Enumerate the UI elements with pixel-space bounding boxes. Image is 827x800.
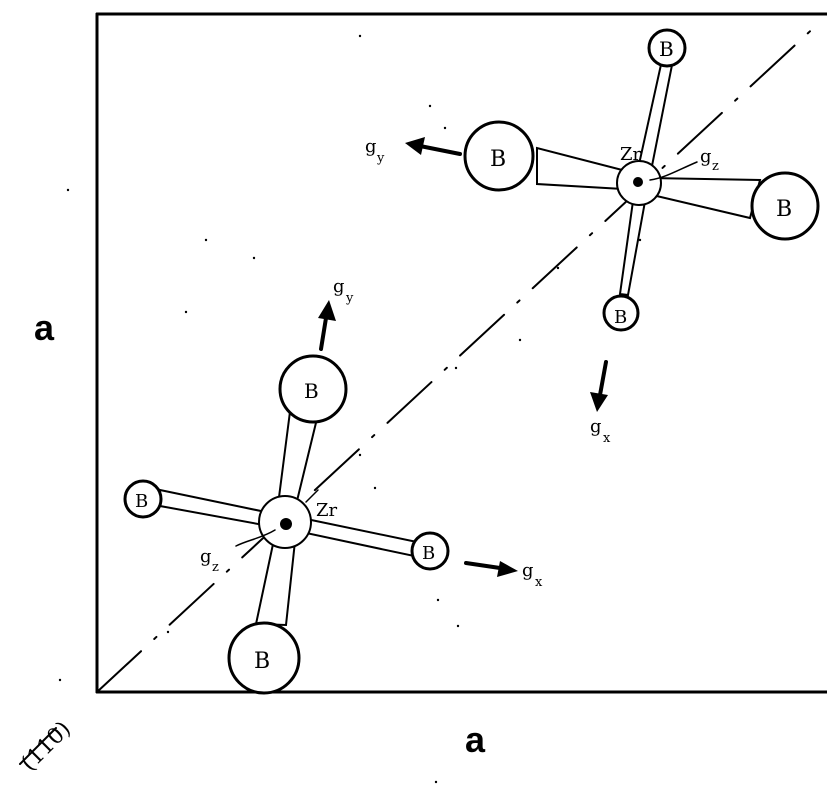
lower-gy-sub: y xyxy=(345,291,354,306)
lower-gz-sub: z xyxy=(212,560,219,575)
upper-gz-sub: z xyxy=(712,159,719,174)
lower-boron-top-label: B xyxy=(304,379,319,403)
direction-label-110: (110) xyxy=(17,717,77,777)
upper-gx-label: g xyxy=(590,416,602,437)
direction-label-text: (110) xyxy=(17,717,77,777)
lower-boron-bottom xyxy=(227,621,301,695)
lower-boron-right-label: B xyxy=(422,543,435,564)
lower-boron-left-label: B xyxy=(135,491,148,512)
lower-boron-top xyxy=(278,354,348,424)
upper-boron-left-label: B xyxy=(490,147,506,172)
upper-gx-arrow xyxy=(590,360,608,412)
lower-zr-nucleus xyxy=(280,518,292,530)
unit-cell-frame xyxy=(95,12,827,694)
upper-boron-bottom-label: B xyxy=(614,307,627,328)
lower-complex: B B B B Zr g z g y g x xyxy=(123,276,543,695)
upper-boron-bottom xyxy=(602,294,640,332)
scan-specks xyxy=(58,34,642,784)
upper-gx-sub: x xyxy=(603,431,611,446)
upper-complex: B B B B Zr g z g y g x xyxy=(365,28,820,446)
upper-gy-arrow xyxy=(405,137,462,156)
lower-boron-right xyxy=(410,531,450,571)
axis-label-bottom: a xyxy=(465,719,486,760)
lower-boron-left xyxy=(123,479,163,519)
upper-zr-nucleus xyxy=(633,177,643,187)
lower-gx-sub: x xyxy=(535,575,543,590)
lower-gz-label: g xyxy=(200,546,212,567)
upper-boron-right-label: B xyxy=(776,197,792,222)
upper-boron-right xyxy=(750,171,820,241)
lower-gy-arrow xyxy=(318,300,336,351)
upper-boron-top-label: B xyxy=(659,37,674,61)
lower-zr-label: Zr xyxy=(316,500,338,521)
lower-boron-bottom-label: B xyxy=(254,649,270,674)
upper-boron-left xyxy=(463,120,535,192)
lower-gx-arrow xyxy=(464,561,518,577)
lower-gx-label: g xyxy=(522,560,534,581)
upper-gz-label: g xyxy=(700,146,712,167)
upper-zr-label: Zr xyxy=(620,144,642,165)
upper-gy-sub: y xyxy=(376,151,385,166)
upper-boron-top xyxy=(647,28,687,68)
lower-gy-label: g xyxy=(333,276,345,297)
upper-gy-label: g xyxy=(365,136,377,157)
axis-label-left: a xyxy=(34,307,55,348)
diagonal-110-line xyxy=(96,21,821,693)
